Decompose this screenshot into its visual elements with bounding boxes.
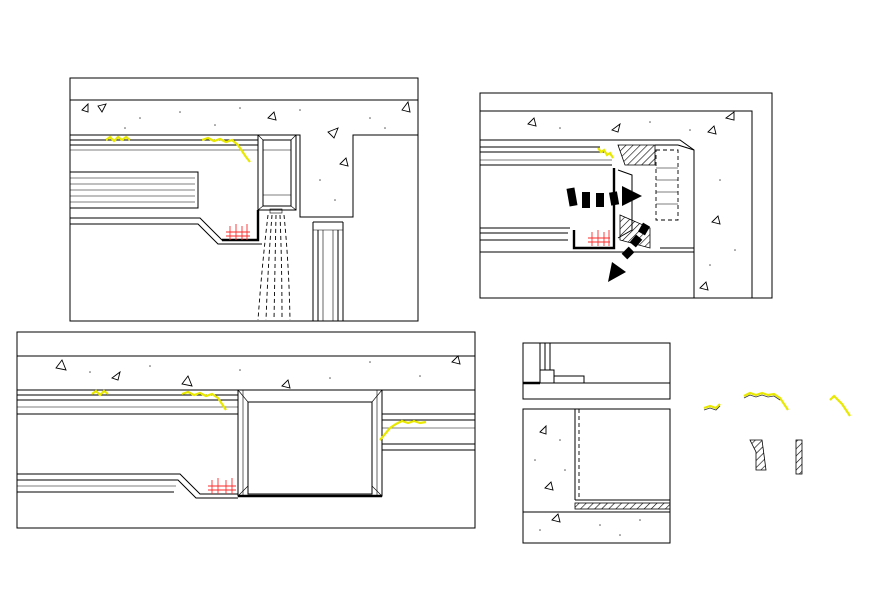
wall-floor-detail-top bbox=[522, 342, 671, 400]
airflow-arrow-icon bbox=[566, 186, 650, 282]
profile-detail-right bbox=[795, 439, 803, 475]
cable-tray-icon bbox=[208, 478, 236, 494]
ceiling-section-long bbox=[16, 331, 476, 529]
concrete-aggregate-icon bbox=[81, 100, 411, 167]
wall-floor-detail bbox=[522, 408, 671, 544]
ceiling-section-with-diffuser bbox=[69, 77, 419, 322]
insulation-icon bbox=[703, 391, 851, 417]
cable-tray-icon bbox=[588, 230, 610, 246]
cable-tray-icon bbox=[226, 224, 250, 240]
ceiling-section-with-airflow bbox=[479, 92, 773, 299]
concrete-aggregate-icon bbox=[55, 355, 461, 389]
concrete-aggregate-icon bbox=[527, 111, 735, 291]
concrete-aggregate-icon bbox=[539, 424, 561, 523]
profile-detail-left bbox=[749, 439, 767, 471]
